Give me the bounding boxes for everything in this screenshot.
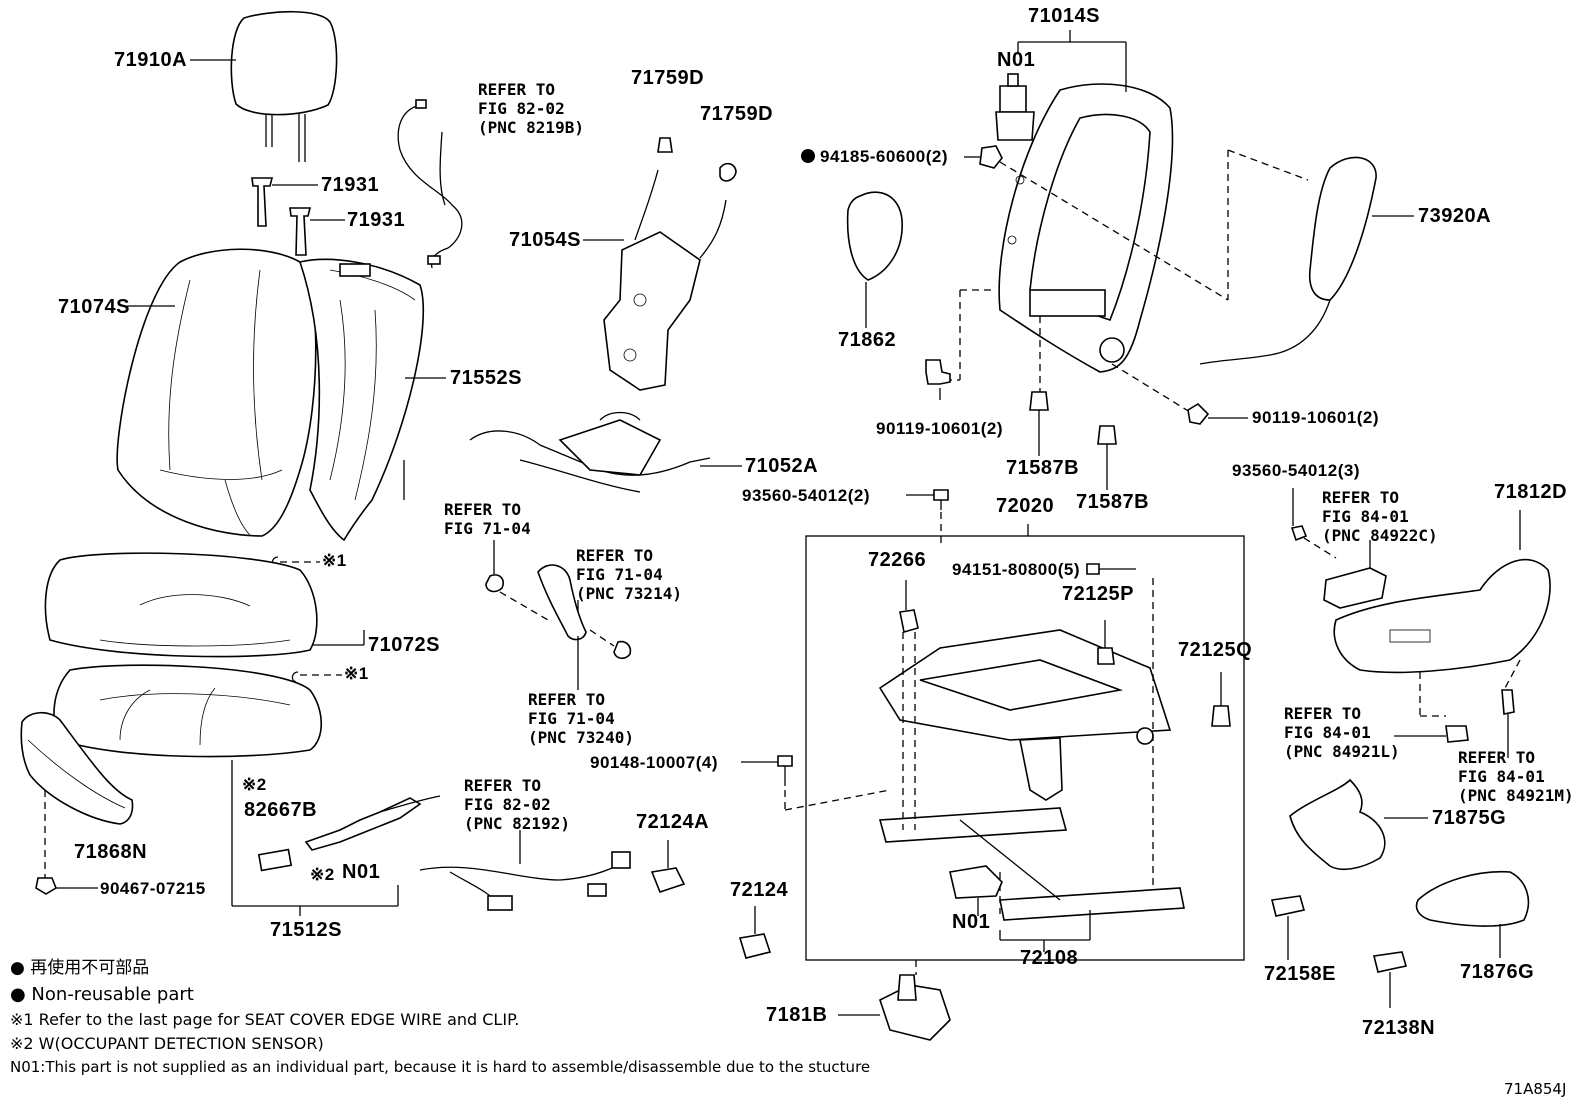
- part-label: 90467-07215: [100, 879, 206, 898]
- footnote-mark: ※1: [344, 664, 369, 683]
- part-label: 71587B: [1006, 457, 1080, 479]
- footnote-mark: ※1: [322, 551, 347, 570]
- part-label: 72125Q: [1178, 639, 1253, 661]
- part-label: 72266: [868, 549, 927, 571]
- part-label: N01: [997, 49, 1036, 71]
- part-label: 71512S: [270, 919, 342, 941]
- part-label: 72125P: [1062, 583, 1134, 605]
- seat-harness-drawing: [419, 851, 631, 911]
- seatback-side-pad-drawing: [846, 191, 903, 281]
- track-cover-drawing: [1415, 870, 1530, 927]
- headrest-drawing: [230, 10, 338, 162]
- part-label: 90119-10601(2): [1252, 408, 1380, 427]
- part-label: 73920A: [1418, 205, 1492, 227]
- reference-note: REFER TO FIG 71-04: [444, 500, 531, 538]
- reference-note: REFER TO FIG 84-01 (PNC 84921L): [1284, 704, 1400, 761]
- seatback-plate-drawing: [603, 137, 737, 391]
- seatback-pad-drawing: [298, 258, 425, 542]
- part-label: 71054S: [509, 229, 581, 251]
- part-label: 71862: [838, 329, 897, 351]
- reference-note: REFER TO FIG 82-02 (PNC 8219B): [478, 80, 584, 137]
- side-airbag-drawing: [1199, 156, 1377, 365]
- part-label: 72124: [730, 879, 789, 901]
- legend-en: ● Non-reusable part: [10, 984, 194, 1005]
- reference-note: REFER TO FIG 84-01 (PNC 84922C): [1322, 488, 1438, 545]
- slide-motor-drawing: [949, 865, 1003, 899]
- part-label: 72138N: [1362, 1017, 1436, 1039]
- part-label: 94151-80800(5): [952, 560, 1080, 579]
- lever-drawing: [537, 564, 587, 641]
- part-label: 82667B: [244, 799, 318, 821]
- footnote-mark: ※2: [310, 865, 335, 884]
- legend-note-1: ※1 Refer to the last page for SEAT COVER…: [10, 1010, 520, 1029]
- part-label: 72158E: [1264, 963, 1336, 985]
- part-label: 71931: [347, 209, 406, 231]
- seat-track-assembly-box: [805, 535, 1245, 961]
- part-label: 71875G: [1432, 807, 1507, 829]
- part-label: 71074S: [58, 296, 130, 318]
- legend-jp: ● 再使用不可部品: [10, 958, 150, 978]
- part-label: 71812D: [1494, 481, 1568, 503]
- track-bracket-drawing: [879, 974, 951, 1041]
- part-label: 71014S: [1028, 5, 1100, 27]
- reference-note: REFER TO FIG 71-04 (PNC 73214): [576, 546, 682, 603]
- part-label: 71072S: [368, 634, 440, 656]
- part-label: N01: [342, 861, 381, 883]
- part-label: 71759D: [631, 67, 705, 89]
- reference-note: REFER TO FIG 82-02 (PNC 82192): [464, 776, 570, 833]
- part-label: 71931: [321, 174, 380, 196]
- seat-cushion-cover-drawing: [44, 552, 318, 658]
- diagram-code: 71A854J: [1504, 1080, 1567, 1098]
- seat-cushion-pad-drawing: [53, 664, 322, 758]
- part-label: 71052A: [745, 455, 819, 477]
- part-label: N01: [952, 911, 991, 933]
- occupant-sensor-drawing: [257, 795, 441, 872]
- seatback-frame-drawing: [998, 83, 1174, 373]
- part-label: 93560-54012(2): [742, 486, 870, 505]
- legend-note-2: ※2 W(OCCUPANT DETECTION SENSOR): [10, 1034, 324, 1053]
- part-label: 72108: [1020, 947, 1079, 969]
- recliner-cover-drawing: [1289, 778, 1386, 871]
- part-label: 94185-60600(2): [820, 147, 948, 166]
- part-label: 7181B: [766, 1004, 828, 1026]
- headrest-guide-drawings: [251, 177, 312, 256]
- part-label: 71587B: [1076, 491, 1150, 513]
- seatback-cover-drawing: [116, 248, 317, 537]
- seat-track-frame-drawing: [878, 629, 1185, 921]
- reference-note: REFER TO FIG 84-01 (PNC 84921M): [1458, 748, 1574, 805]
- part-label: 93560-54012(3): [1232, 461, 1360, 480]
- seat-switch-drawing: [1323, 567, 1387, 609]
- reference-note: REFER TO FIG 71-04 (PNC 73240): [528, 690, 634, 747]
- side-cover-drawing: [1333, 558, 1551, 674]
- part-label: 90119-10601(2): [876, 419, 1004, 438]
- part-label: 71876G: [1460, 961, 1535, 983]
- footnote-mark: ※2: [242, 775, 267, 794]
- harness-top-drawing: [397, 99, 463, 269]
- part-label: 72020: [996, 495, 1055, 517]
- part-label: 71552S: [450, 367, 522, 389]
- part-label: 71910A: [114, 49, 188, 71]
- part-label: 72124A: [636, 811, 710, 833]
- part-label: 71759D: [700, 103, 774, 125]
- recliner-motor-drawing: [995, 73, 1035, 141]
- legend-note-3: N01:This part is not supplied as an indi…: [10, 1058, 871, 1076]
- part-label: 71868N: [74, 841, 148, 863]
- side-shield-drawing: [20, 711, 134, 825]
- seat-frame-wire-drawing: [469, 411, 711, 493]
- part-label: 90148-10007(4): [590, 753, 718, 772]
